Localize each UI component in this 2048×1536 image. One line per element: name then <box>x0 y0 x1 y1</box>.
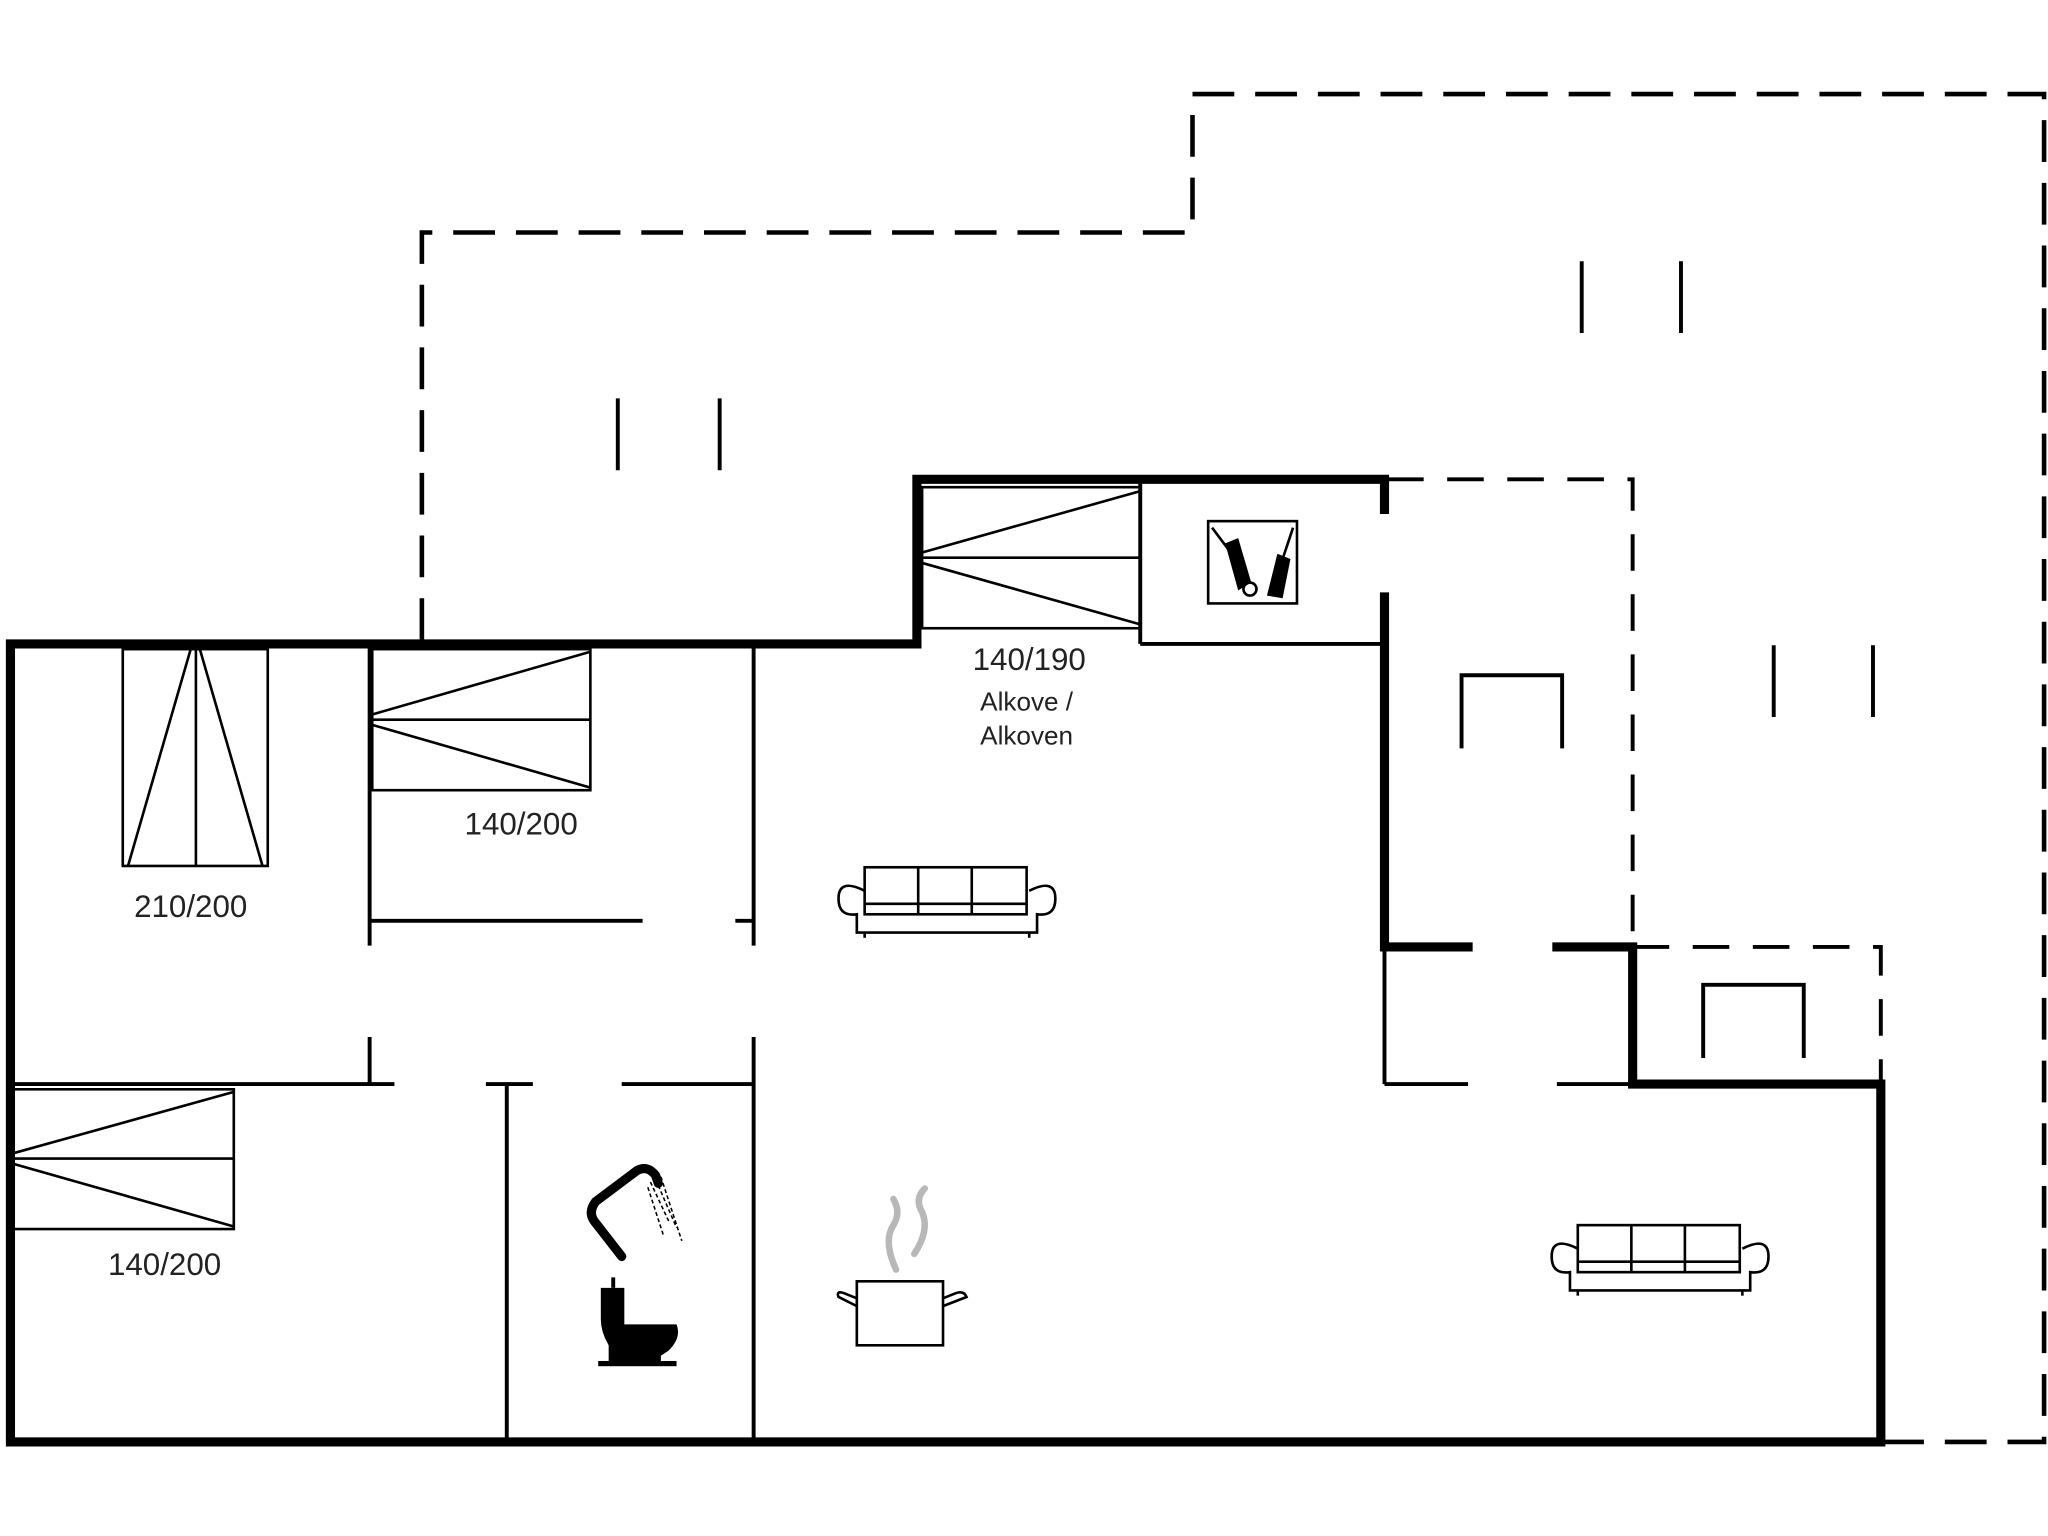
shower-icon <box>586 1164 683 1262</box>
bed-210-200: 210/200 <box>121 647 270 924</box>
cooking-pot-icon <box>836 1185 969 1347</box>
sofa-icon <box>837 865 1057 938</box>
bed-140-200-lower: 140/200 <box>11 1088 236 1282</box>
bed-size-label: 140/200 <box>465 807 578 842</box>
sofa-icon <box>1550 1223 1770 1296</box>
outdoor-fixtures <box>1459 673 1806 1058</box>
bed-140-200-upper: 140/200 <box>370 647 592 842</box>
alkove-note-line-1: Alkove / <box>980 687 1074 717</box>
interior-walls <box>10 479 1633 1442</box>
bed-size-label: 210/200 <box>134 889 247 924</box>
terrace-markers <box>615 261 1875 718</box>
toilet-icon <box>598 1277 679 1367</box>
terrace-outline <box>419 91 2047 1445</box>
bed-size-label: 140/200 <box>108 1247 221 1282</box>
washing-icon <box>1206 519 1299 605</box>
alkove-note-line-2: Alkoven <box>980 720 1073 750</box>
bed-size-label: 140/190 <box>973 642 1086 677</box>
bed-140-190-alkove: 140/190 Alkove / Alkoven <box>920 485 1142 750</box>
